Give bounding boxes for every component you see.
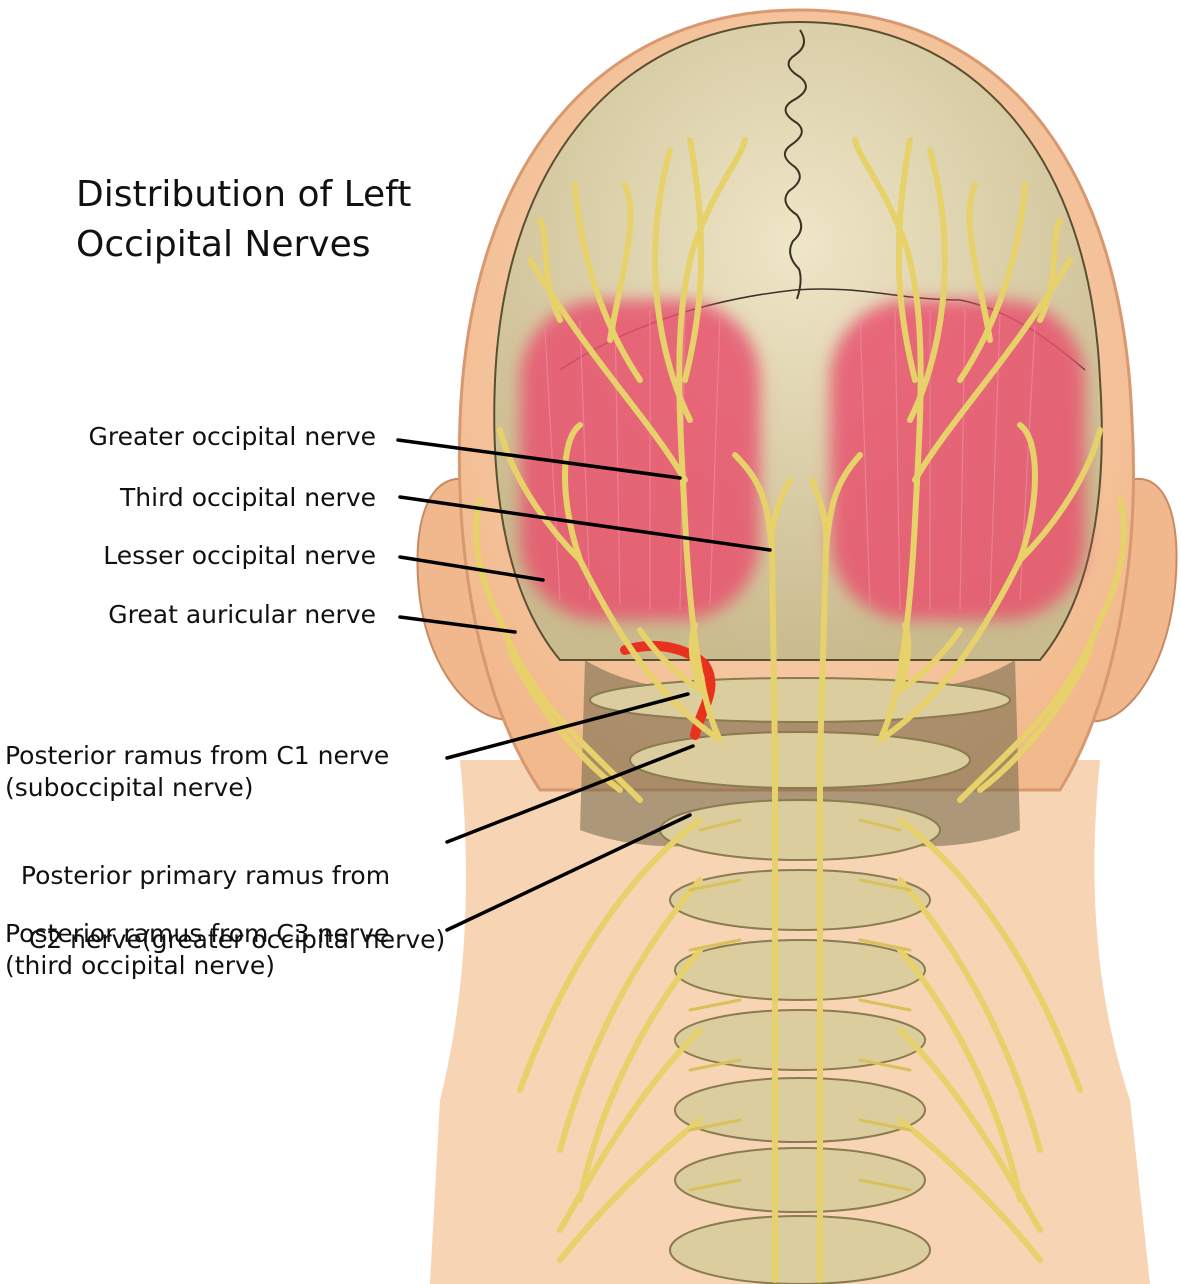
label-c3-line-2: (third occipital nerve) bbox=[5, 951, 275, 980]
figure-title: Distribution of Left Occipital Nerves bbox=[76, 170, 411, 270]
leader-great-auricular bbox=[398, 615, 517, 634]
label-c2-posterior-primary-ramus: Posterior primary ramus from C2 nerve(gr… bbox=[5, 828, 445, 956]
nerve-branches-fine bbox=[688, 818, 912, 1192]
label-great-auricular-nerve: Great auricular nerve bbox=[108, 600, 376, 629]
label-lesser-occipital-nerve: Lesser occipital nerve bbox=[103, 541, 376, 570]
leader-third-occipital bbox=[398, 495, 772, 552]
leader-greater-occipital bbox=[396, 438, 682, 480]
leader-lesser-occipital bbox=[398, 555, 545, 582]
title-line-1: Distribution of Left bbox=[76, 174, 412, 215]
leader-lines bbox=[396, 438, 772, 932]
sagittal-suture bbox=[784, 29, 807, 300]
title-line-2: Occipital Nerves bbox=[76, 224, 371, 265]
label-c3-line-1: Posterior ramus from C3 nerve bbox=[5, 919, 390, 948]
leader-c1 bbox=[445, 692, 690, 760]
label-c1-line-1: Posterior ramus from C1 nerve bbox=[5, 741, 390, 770]
label-c1-posterior-ramus: Posterior ramus from C1 nerve (suboccipi… bbox=[5, 740, 389, 804]
label-c2-line-1: Posterior primary ramus from bbox=[20, 861, 391, 890]
label-c3-posterior-ramus: Posterior ramus from C3 nerve (third occ… bbox=[5, 918, 389, 982]
leader-c2 bbox=[445, 744, 695, 844]
leader-c3 bbox=[445, 813, 692, 932]
label-greater-occipital-nerve: Greater occipital nerve bbox=[88, 422, 376, 451]
cervical-vertebrae bbox=[589, 677, 1011, 1284]
label-c2-line-2: C2 nerve(greater occipital nerve) bbox=[20, 925, 446, 954]
label-third-occipital-nerve: Third occipital nerve bbox=[120, 483, 376, 512]
nerve-branches bbox=[473, 137, 1127, 1283]
label-c1-line-2: (suboccipital nerve) bbox=[5, 773, 254, 802]
